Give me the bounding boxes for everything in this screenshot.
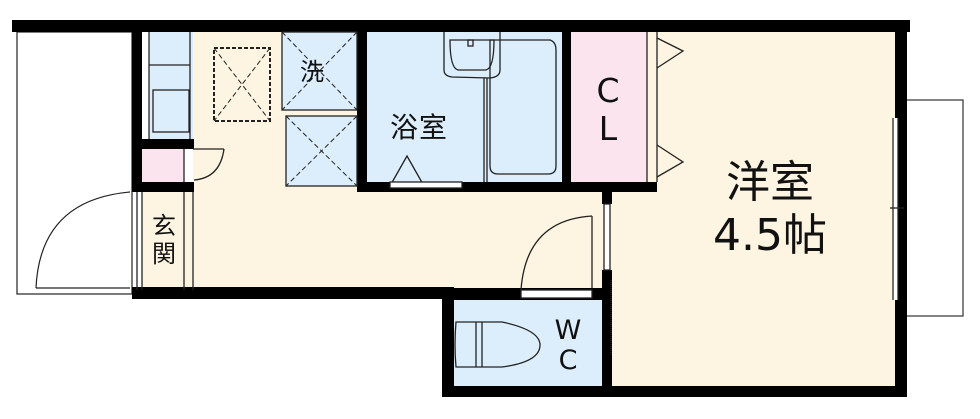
room-label-closet: C L <box>588 72 628 148</box>
western-room-name: 洋室 <box>726 157 814 208</box>
fixtures <box>136 31 904 368</box>
closet-label-line2: L <box>598 109 618 148</box>
room-label-western-room: 洋室 4.5帖 <box>700 156 840 262</box>
western-room-size: 4.5帖 <box>713 210 827 261</box>
room-label-bathroom: 浴室 <box>390 111 449 144</box>
entrance-label-line1: 玄 <box>152 212 176 240</box>
balcony <box>904 99 964 317</box>
closet-label-line1: C <box>596 71 620 110</box>
entrance-porch <box>16 31 133 295</box>
walls <box>12 20 910 397</box>
room-label-toilet: W C <box>548 316 588 376</box>
room-label-washroom: 洗 <box>300 58 324 86</box>
room-label-entrance: 玄 関 <box>150 212 178 268</box>
toilet-label-line1: W <box>554 315 582 346</box>
toilet-label-line2: C <box>558 345 578 376</box>
entrance-label-line2: 関 <box>152 240 176 268</box>
